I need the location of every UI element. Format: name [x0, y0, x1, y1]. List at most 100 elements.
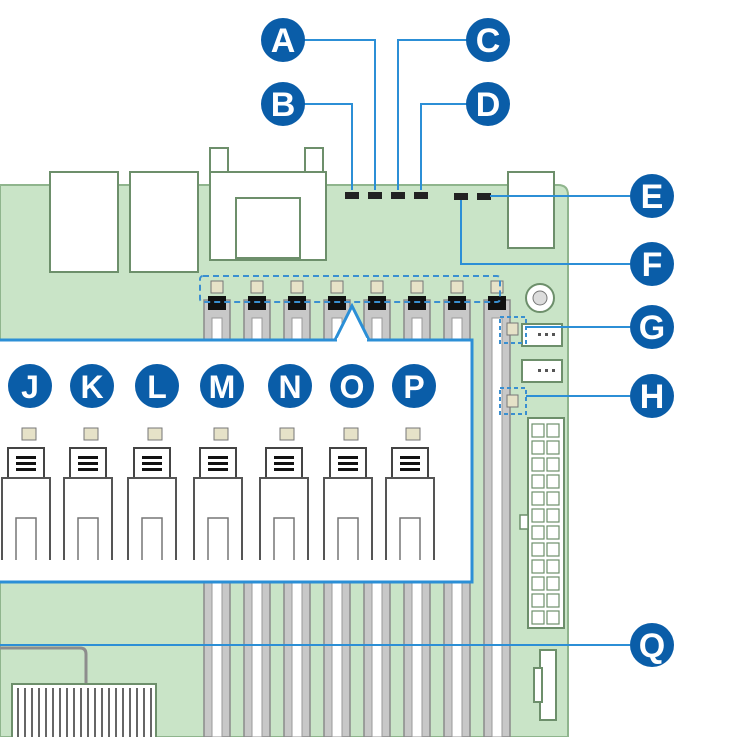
- dimm-fault-led: [370, 280, 384, 294]
- dimm-fault-led: [410, 280, 424, 294]
- power-pin: [531, 474, 545, 489]
- inset-latch-body: [323, 477, 373, 560]
- callout-h-label: H: [640, 378, 665, 416]
- fan-headers: [521, 323, 563, 383]
- callout-l: L: [135, 364, 179, 408]
- power-pin: [531, 525, 545, 540]
- callout-n-label: N: [278, 369, 301, 405]
- callout-l-label: L: [147, 369, 167, 405]
- callout-b: B: [261, 82, 305, 126]
- inset-latch-grip: [142, 468, 162, 471]
- power-pin: [531, 593, 545, 608]
- inset-led: [405, 427, 421, 441]
- power-pin: [531, 508, 545, 523]
- inset-latch-grip: [338, 468, 358, 471]
- callout-d: D: [466, 82, 510, 126]
- inset-latch-grip: [78, 456, 98, 459]
- inset-latch-slot: [337, 517, 359, 560]
- inset-latch-grip: [400, 456, 420, 459]
- leader-line-f: [460, 200, 630, 265]
- leader-line-a: [301, 39, 376, 190]
- inset-latch-grip: [274, 468, 294, 471]
- dimm-fault-led: [450, 280, 464, 294]
- dimm-fault-led: [210, 280, 224, 294]
- power-pin: [531, 542, 545, 557]
- inset-latch-slot: [273, 517, 295, 560]
- power-pin: [546, 559, 560, 574]
- callout-e-label: E: [641, 178, 664, 216]
- inset-latch-grip: [16, 456, 36, 459]
- power-pin: [531, 610, 545, 625]
- callout-a: A: [261, 18, 305, 62]
- inset-latch-grip: [338, 462, 358, 465]
- inset-latch-slot: [399, 517, 421, 560]
- callout-b-label: B: [271, 86, 296, 124]
- power-pin: [546, 491, 560, 506]
- callout-c-label: C: [476, 22, 501, 60]
- callout-j: J: [8, 364, 52, 408]
- power-pin: [546, 440, 560, 455]
- inset-latch-body: [385, 477, 435, 560]
- callout-k-label: K: [80, 369, 103, 405]
- bottom-connector: [533, 649, 557, 721]
- inset-latch-grip: [274, 462, 294, 465]
- fan-header-pins: [538, 333, 555, 372]
- callout-p-label: P: [403, 369, 424, 405]
- leader-line-d: [420, 103, 468, 190]
- inset-latch-slot: [207, 517, 229, 560]
- callout-f-label: F: [642, 246, 663, 284]
- inset-latch-grip: [208, 456, 228, 459]
- inset-latch-body: [1, 477, 51, 560]
- inset-latch-grip: [78, 462, 98, 465]
- callout-p: P: [392, 364, 436, 408]
- inset-latch-grip: [16, 468, 36, 471]
- inset-latch-grip: [142, 456, 162, 459]
- mounting-standoff: [525, 283, 555, 313]
- rear-io-connectors: [49, 147, 555, 273]
- power-pin: [546, 525, 560, 540]
- inset-latch-grip: [400, 462, 420, 465]
- callout-c: C: [466, 18, 510, 62]
- inset-latch-slot: [141, 517, 163, 560]
- inset-latch-slot: [15, 517, 37, 560]
- cpu-heatsink: [0, 646, 157, 737]
- inset-latch-grip: [142, 462, 162, 465]
- dimm-led-zoom-inset: [0, 302, 474, 584]
- inset-latch-grip: [208, 468, 228, 471]
- power-pin: [531, 576, 545, 591]
- power-pin: [531, 457, 545, 472]
- callout-k: K: [70, 364, 114, 408]
- dimm-fault-led: [330, 280, 344, 294]
- callout-n: N: [268, 364, 312, 408]
- inset-led: [147, 427, 163, 441]
- dimm-fault-led: [490, 280, 504, 294]
- power-pin: [546, 457, 560, 472]
- callout-f: F: [630, 242, 674, 286]
- callout-h: H: [630, 374, 674, 418]
- callout-g: G: [630, 305, 674, 349]
- inset-latch-body: [63, 477, 113, 560]
- power-pin: [546, 593, 560, 608]
- inset-latch-grip: [208, 462, 228, 465]
- inset-led: [343, 427, 359, 441]
- power-pin: [546, 474, 560, 489]
- inset-latch-grip: [338, 456, 358, 459]
- inset-latch-body: [127, 477, 177, 560]
- inset-latch-body: [193, 477, 243, 560]
- inset-latch-head: [7, 447, 45, 479]
- power-pin: [546, 542, 560, 557]
- power-pin: [531, 491, 545, 506]
- dimm-slot-channel: [491, 317, 503, 737]
- dimm-led-group-outline: [199, 275, 501, 303]
- callout-m-label: M: [209, 369, 236, 405]
- inset-latch-grip: [400, 468, 420, 471]
- callout-o-label: O: [340, 369, 365, 405]
- callout-m: M: [200, 364, 244, 408]
- inset-led: [83, 427, 99, 441]
- callout-d-label: D: [476, 86, 501, 124]
- callout-g-label: G: [639, 309, 665, 347]
- callout-q-label: Q: [639, 627, 665, 665]
- power-pin: [531, 559, 545, 574]
- inset-dimm-latches: [1, 427, 435, 560]
- power-pin: [546, 423, 560, 438]
